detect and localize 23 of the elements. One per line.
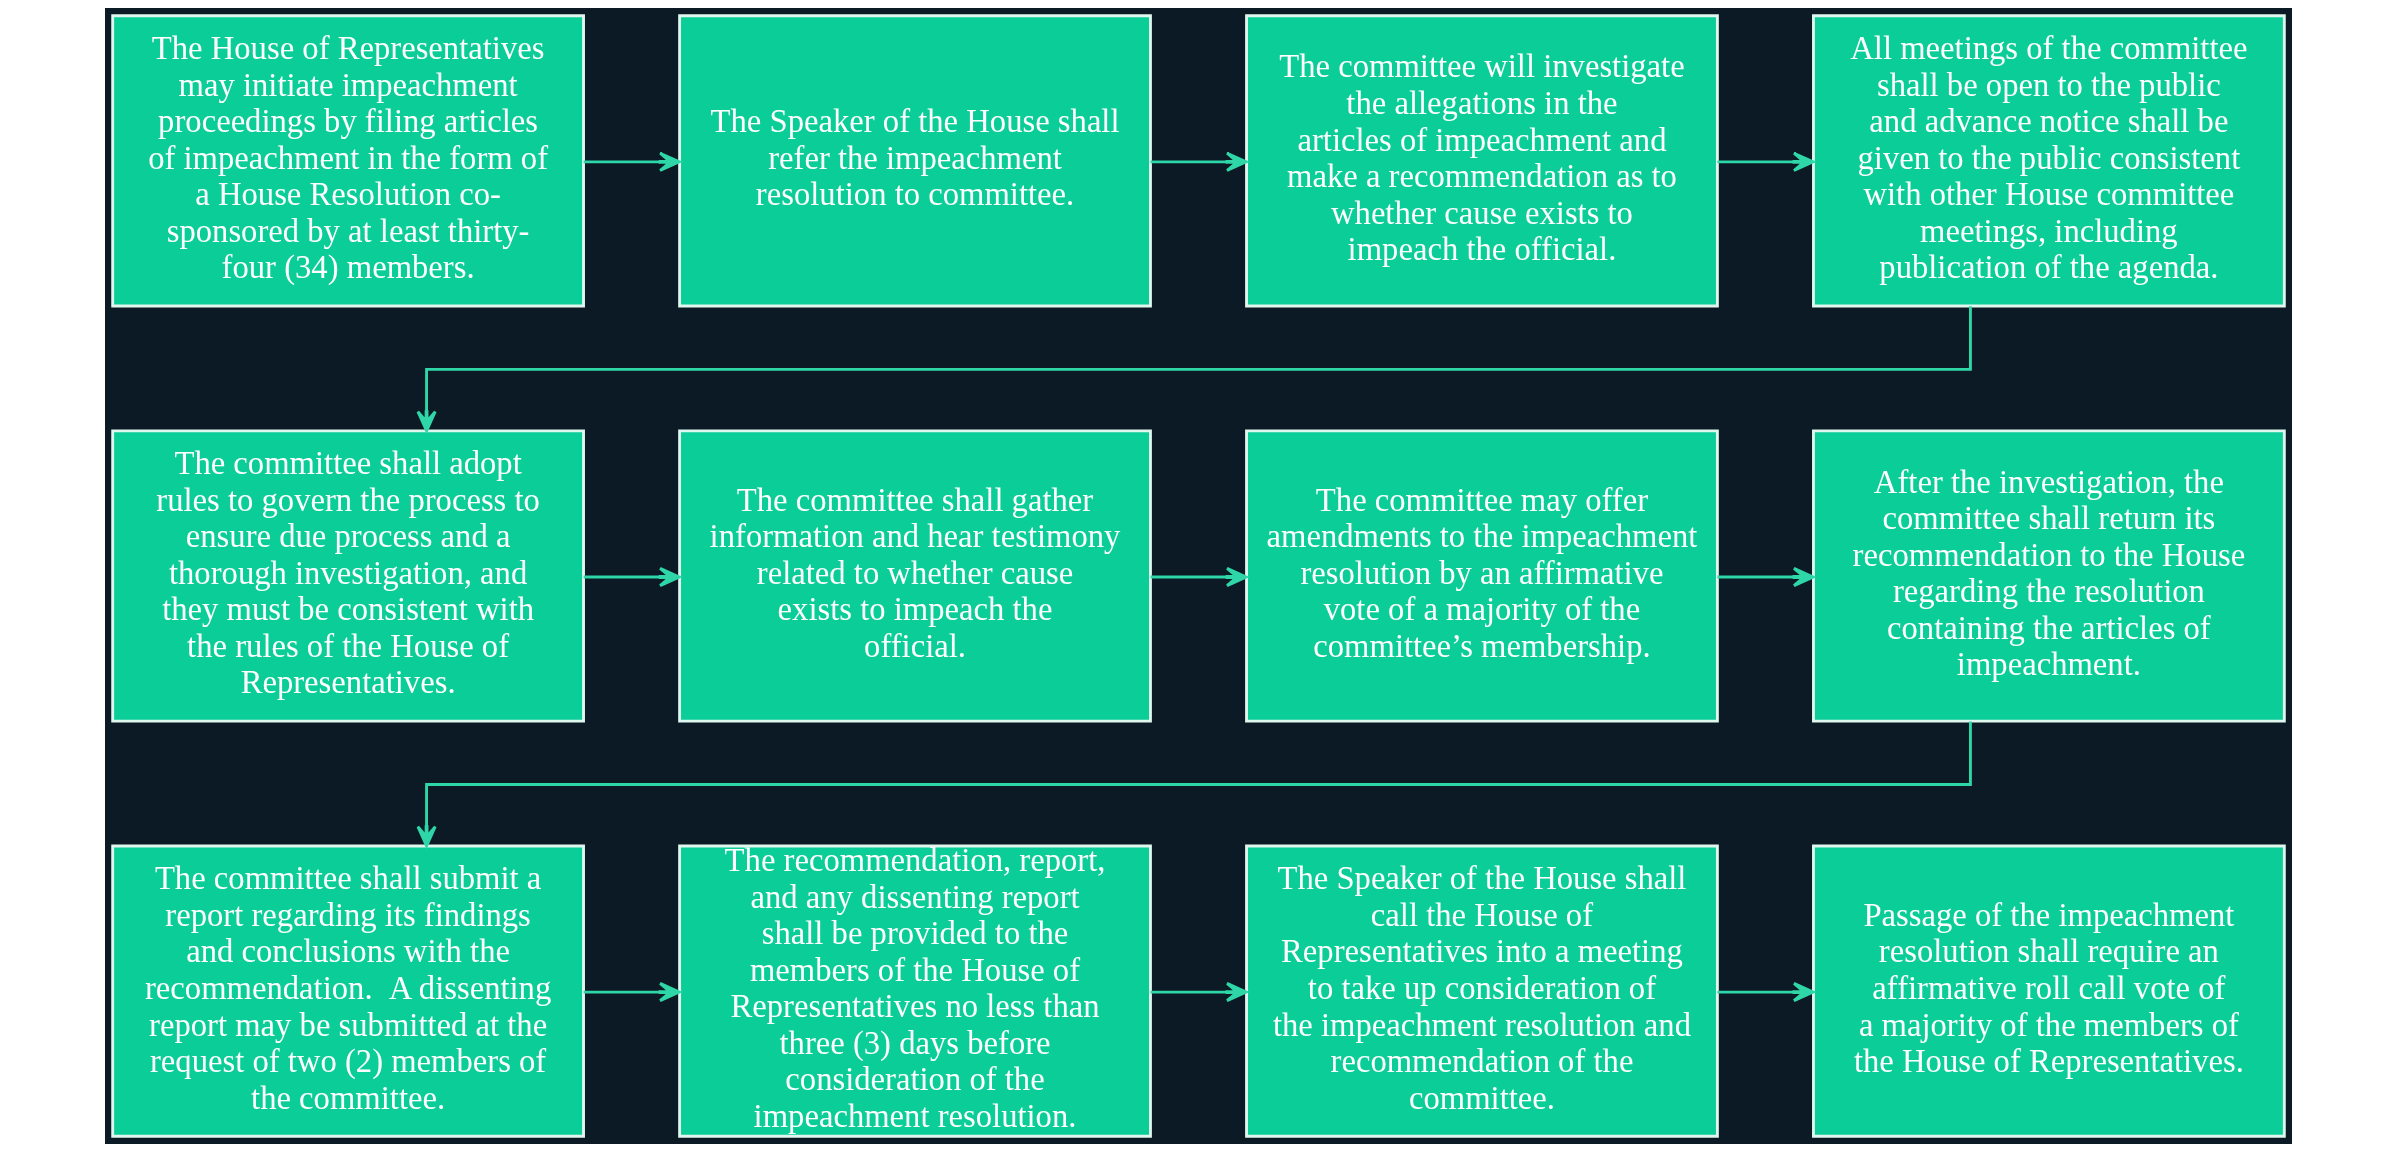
arrow bbox=[1150, 566, 1248, 588]
node-box: All meetings of the committee shall be open to the public and advance notice shall be given to the public consistent with other House committee meetings, including publication of the agenda. bbox=[1812, 14, 2286, 308]
node-box: The recommendation, report, and any dissenting report shall be provided to the members of the House of Representatives no less than three (3) days before consideration of the impeachment resolution. bbox=[678, 844, 1152, 1138]
arrow bbox=[416, 721, 1972, 848]
node-box: After the investigation, the committee shall return its recommendation to the House regarding the resolution containing the articles of impeachment. bbox=[1812, 429, 2286, 723]
arrow bbox=[583, 151, 681, 172]
node-box: The Speaker of the House shall refer the impeachment resolution to committee. bbox=[678, 14, 1152, 308]
arrow bbox=[1150, 981, 1248, 1003]
node-box: The committee shall submit a report regarding its findings and conclusions with the recommendation. A dissenting report may be submitted at the request of two (2) members of the committee. bbox=[111, 844, 585, 1138]
arrow bbox=[1717, 981, 1815, 1003]
arrow bbox=[1717, 566, 1815, 588]
node-box: Passage of the impeachment resolution shall require an affirmative roll call vote of a majority of the members of the House of Representatives. bbox=[1812, 844, 2286, 1138]
arrow bbox=[1150, 151, 1248, 172]
arrow bbox=[1717, 151, 1815, 172]
arrow bbox=[583, 981, 681, 1003]
node-box: The House of Representatives may initiate impeachment proceedings by filing articles of impeachment in the form of a House Resolution co-sponsored by at least thirty-four (34) members. bbox=[111, 14, 585, 308]
arrow bbox=[416, 306, 1972, 433]
node-box: The Speaker of the House shall call the House of Representatives into a meeting to take up consideration of the impeachment resolution and recommendation of the committee. bbox=[1245, 844, 1719, 1138]
arrow bbox=[583, 566, 681, 588]
node-box: The committee may offer amendments to the impeachment resolution by an affirmative vote of a majority of the committee’s membership. bbox=[1245, 429, 1719, 723]
node-box: The committee shall adopt rules to govern the process to ensure due process and a thorough investigation, and they must be consistent with the rules of the House of Representatives. bbox=[111, 429, 585, 723]
node-box: The committee will investigate the allegations in the articles of impeachment and make a recommendation as to whether cause exists to impeach the official. bbox=[1245, 14, 1719, 308]
node-box: The committee shall gather information and hear testimony related to whether cause exists to impeach the official. bbox=[678, 429, 1152, 723]
